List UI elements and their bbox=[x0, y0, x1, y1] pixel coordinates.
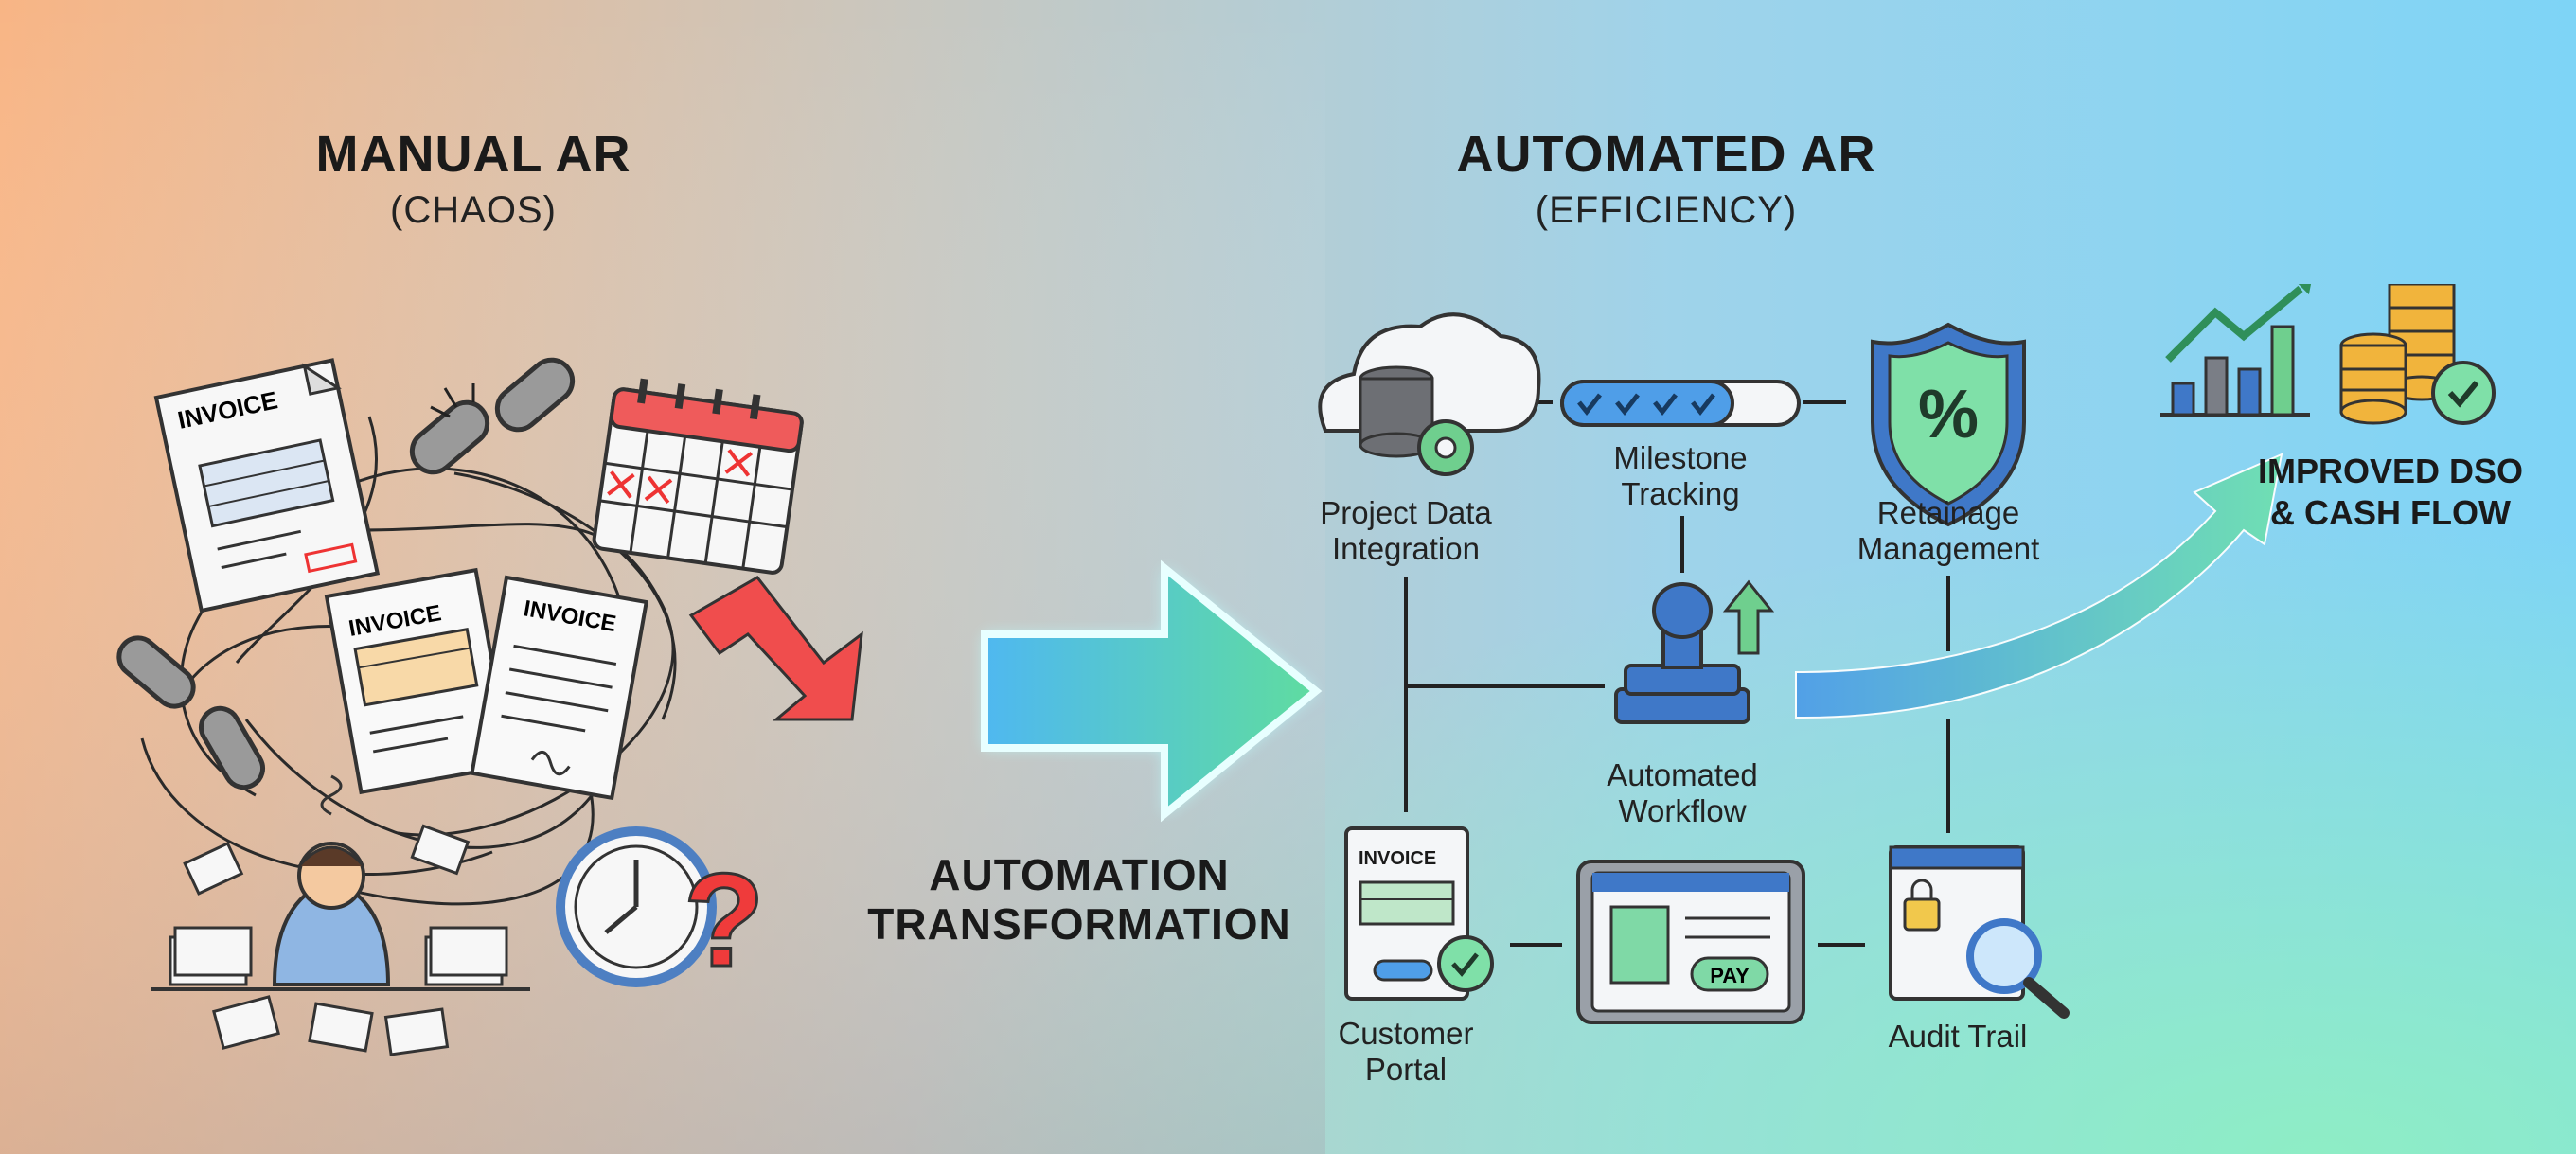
milestone-label-line2: Tracking bbox=[1621, 476, 1740, 511]
progress-bar-icon bbox=[1560, 380, 1801, 427]
retainage-label-line1: Retainage bbox=[1876, 495, 2020, 530]
broken-chain-icon-2 bbox=[116, 635, 265, 790]
coins-icon bbox=[2339, 284, 2496, 425]
right-title: AUTOMATED AR bbox=[1456, 126, 1876, 183]
left-title: MANUAL AR bbox=[315, 126, 631, 183]
workflow-label: Automated Workflow bbox=[1559, 757, 1805, 829]
portal-label-line2: Portal bbox=[1364, 1052, 1448, 1087]
result-label-line1: IMPROVED DSO bbox=[2257, 452, 2524, 490]
portal-label: Customer Portal bbox=[1283, 1016, 1529, 1088]
invoice-icon bbox=[153, 358, 381, 613]
transformation-label: AUTOMATION TRANSFORMATION bbox=[833, 850, 1325, 949]
transformation-label-line2: TRANSFORMATION bbox=[867, 899, 1291, 949]
svg-text:%: % bbox=[1918, 377, 1979, 453]
retainage-label: Retainage Management bbox=[1825, 495, 2071, 567]
result-label: IMPROVED DSO & CASH FLOW bbox=[2234, 451, 2547, 534]
tablet-payment-icon: PAY bbox=[1576, 860, 1805, 1024]
transformation-label-line1: AUTOMATION bbox=[929, 850, 1230, 899]
growth-chart-icon bbox=[2160, 284, 2312, 417]
paper-stack-icon bbox=[169, 824, 508, 1056]
project-data-label-line2: Integration bbox=[1332, 531, 1480, 566]
milestone-label-line1: Milestone bbox=[1613, 440, 1748, 475]
audit-label: Audit Trail bbox=[1888, 1019, 2028, 1054]
portal-invoice-text: INVOICE bbox=[1359, 848, 1437, 869]
workflow-label-line2: Workflow bbox=[1618, 793, 1747, 828]
invoice-check-icon bbox=[1344, 826, 1494, 1001]
milestone-label: Milestone Tracking bbox=[1557, 440, 1803, 512]
rising-arrow-icon bbox=[1795, 453, 2283, 719]
invoice-icon-2 bbox=[324, 567, 513, 795]
question-mark-icon: ? bbox=[684, 845, 765, 994]
result-label-line2: & CASH FLOW bbox=[2270, 493, 2511, 532]
calendar-icon bbox=[592, 378, 804, 575]
broken-chain-icon bbox=[409, 357, 576, 475]
percent-shield-icon: % bbox=[1871, 322, 2026, 527]
pay-label: PAY bbox=[1710, 964, 1750, 987]
cloud-database-icon bbox=[1318, 312, 1541, 476]
audit-magnifier-icon bbox=[1889, 845, 2070, 1019]
invoice-icon-3 bbox=[470, 575, 649, 801]
left-subtitle: (CHAOS) bbox=[390, 189, 557, 231]
right-subtitle: (EFFICIENCY) bbox=[1535, 189, 1798, 231]
portal-label-line1: Customer bbox=[1338, 1016, 1474, 1051]
stressed-person-icon bbox=[151, 774, 530, 991]
automated-flow: % PAY bbox=[1318, 284, 2496, 1024]
workflow-label-line1: Automated bbox=[1607, 757, 1758, 792]
project-data-label-line1: Project Data bbox=[1320, 495, 1492, 530]
downward-arrow-icon bbox=[688, 576, 863, 721]
clock-icon bbox=[556, 826, 717, 987]
retainage-label-line2: Management bbox=[1856, 531, 2040, 566]
chaos-illustration: INVOICE INVOICE bbox=[116, 357, 863, 1056]
transformation-arrow-icon bbox=[981, 559, 1323, 823]
project-data-label: Project Data Integration bbox=[1283, 495, 1529, 567]
stamp-icon bbox=[1614, 579, 1775, 724]
